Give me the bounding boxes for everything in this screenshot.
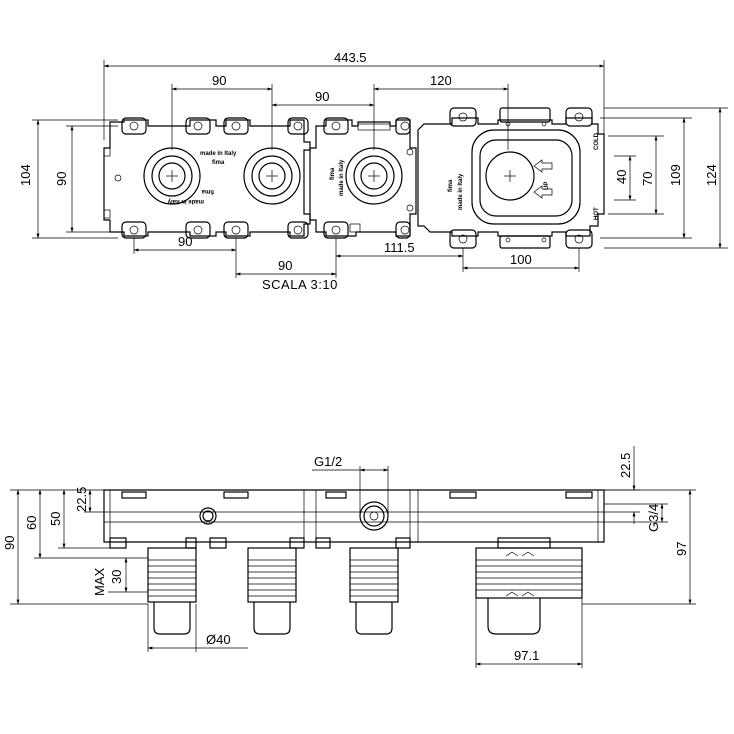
side-body bbox=[103, 489, 605, 543]
side-view: 90 60 50 22.5 MAX 30 Ø40 G1/2 22.5 bbox=[2, 446, 696, 668]
label-made-in-italy-2: made in Italy bbox=[339, 159, 345, 196]
dim-side-50: 50 bbox=[48, 512, 63, 526]
dim-overall-width: 443.5 bbox=[334, 50, 367, 65]
valve-ring-3 bbox=[345, 147, 403, 205]
scale-label: SCALA 3:10 bbox=[262, 277, 338, 292]
thermostatic-cartridge bbox=[475, 537, 583, 635]
dim-124: 124 bbox=[704, 164, 719, 186]
dim-g3-4: G3/4 bbox=[646, 504, 661, 532]
dim-40: 40 bbox=[614, 170, 629, 184]
label-fima-1b: fima bbox=[201, 188, 214, 194]
dim-top-90: 90 bbox=[212, 73, 226, 88]
label-made-in-italy-3: made in Italy bbox=[458, 173, 464, 210]
label-cold: COLD bbox=[594, 132, 600, 150]
valve-ring-2 bbox=[243, 147, 301, 205]
top-view: 443.5 90 90 120 104 90 bbox=[18, 50, 728, 292]
label-made-in-italy-1: made in Italy bbox=[200, 151, 237, 157]
dim-111-5: 111.5 bbox=[384, 240, 415, 255]
module-3: UP COLD HOT fima made in Italy bbox=[417, 107, 605, 249]
dim-70: 70 bbox=[640, 172, 655, 186]
label-fima-1: fima bbox=[212, 160, 225, 166]
dim-104: 104 bbox=[18, 164, 33, 186]
dim-side-60: 60 bbox=[24, 516, 39, 530]
dim-dia-40: Ø40 bbox=[206, 632, 231, 647]
dim-max-label: MAX bbox=[92, 568, 107, 597]
cartridge-3 bbox=[349, 547, 399, 635]
valve-ring-1 bbox=[143, 147, 201, 205]
dim-side-90: 90 bbox=[2, 536, 17, 550]
dim-97-1: 97.1 bbox=[514, 648, 539, 663]
dim-left-90: 90 bbox=[54, 172, 69, 186]
dim-side-22-5-right: 22.5 bbox=[618, 453, 633, 478]
label-hot: HOT bbox=[594, 207, 600, 220]
label-fima-3: fima bbox=[448, 179, 454, 192]
module-2: fima made in Italy bbox=[309, 117, 417, 239]
dim-side-22-5-left: 22.5 bbox=[74, 487, 89, 512]
cartridge-2 bbox=[247, 547, 297, 635]
label-up: UP bbox=[544, 182, 550, 190]
dim-109: 109 bbox=[668, 164, 683, 186]
module-1: made in Italy fima fima made in Italy bbox=[103, 117, 311, 239]
dim-bottom-90a: 90 bbox=[178, 234, 192, 249]
dim-max-30: 30 bbox=[109, 570, 124, 584]
cartridge-1 bbox=[147, 547, 197, 635]
label-fima-2: fima bbox=[330, 167, 336, 180]
dim-mid-90: 90 bbox=[315, 89, 329, 104]
dim-100: 100 bbox=[510, 252, 532, 267]
thermo-cartridge-seat bbox=[471, 129, 581, 225]
dim-bottom-90b: 90 bbox=[278, 258, 292, 273]
dim-g1-2: G1/2 bbox=[314, 454, 342, 469]
dim-120: 120 bbox=[430, 73, 452, 88]
label-made-in-italy-1b: made in Italy bbox=[167, 198, 204, 204]
dim-97: 97 bbox=[674, 542, 689, 556]
